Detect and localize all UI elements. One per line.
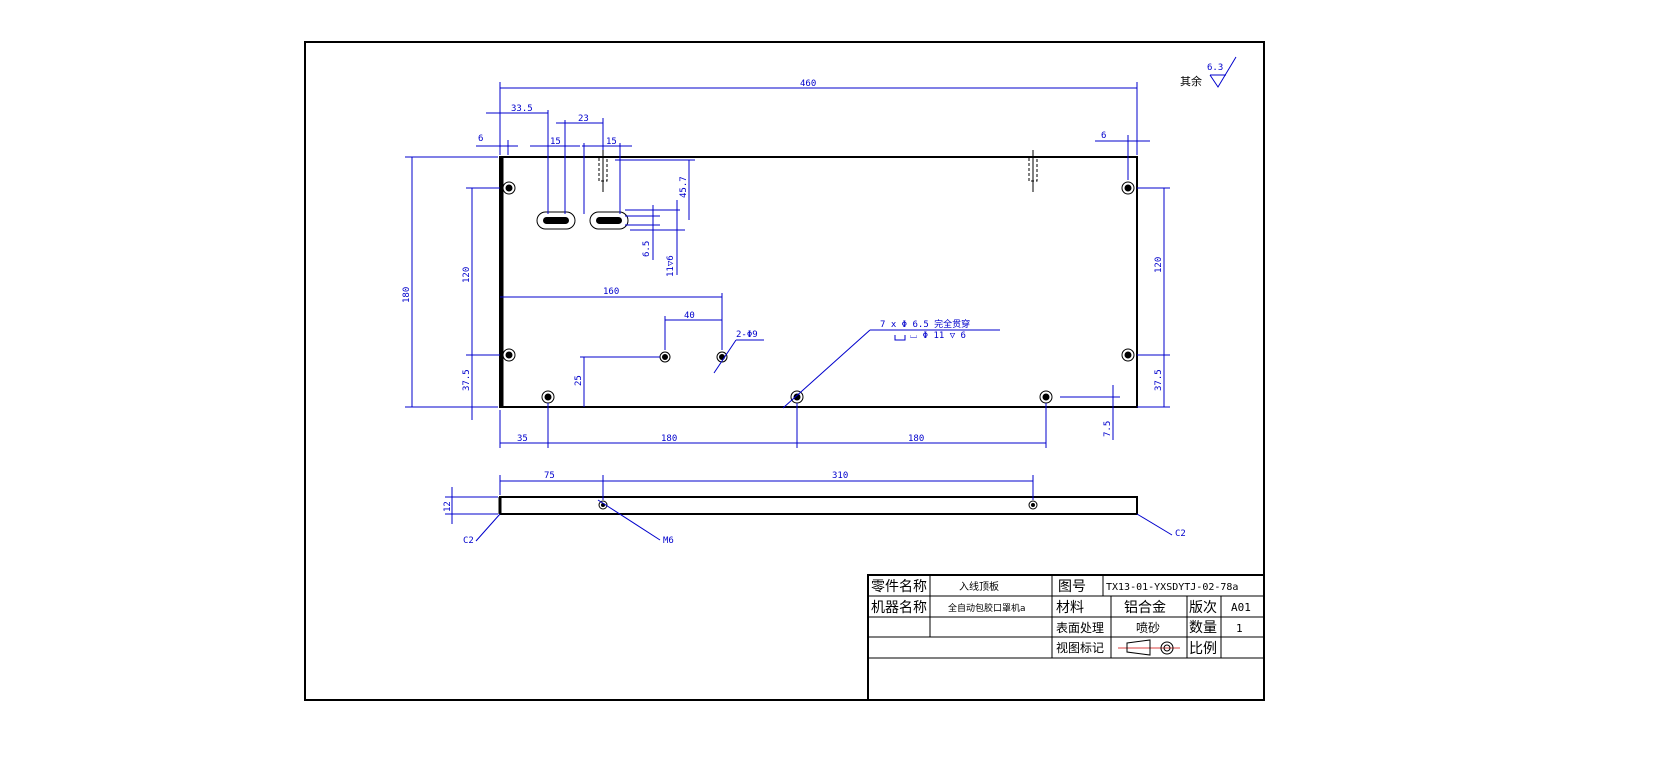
dim-bottom-180-a: 180 [661, 434, 677, 444]
revision-value: A01 [1231, 601, 1251, 614]
material-label: 材料 [1056, 600, 1084, 616]
thread-label: M6 [663, 536, 674, 546]
mounting-hole [502, 348, 516, 362]
thread-marker [598, 150, 608, 192]
side-view-outline [499, 496, 1138, 515]
machine-name-value: 全自动包胶口罩机a [948, 602, 1026, 614]
scale-label: 比例 [1189, 641, 1217, 657]
slot [589, 211, 629, 230]
roughness-symbol: 其余 6.3 [1180, 56, 1237, 88]
dim-edge-right: 6 [1101, 131, 1106, 141]
dim-left-37-5: 37.5 [462, 369, 472, 391]
quantity-label: 数量 [1189, 620, 1217, 636]
mounting-hole [502, 181, 516, 195]
hole-callout-line2: ⌴ Φ 11 ▽ 6 [910, 331, 966, 341]
dim-bottom-180-b: 180 [908, 434, 924, 444]
mounting-hole [1121, 348, 1135, 362]
roughness-value: 6.3 [1207, 63, 1223, 73]
dim-thickness: 12 [443, 501, 453, 512]
dim-23: 23 [578, 114, 589, 124]
part-name-value: 入线顶板 [959, 580, 999, 593]
roughness-label: 其余 [1180, 74, 1202, 88]
dim-45-7: 45.7 [679, 176, 689, 198]
drawing-frame [304, 41, 1265, 701]
projection-symbol-icon [1118, 639, 1180, 656]
mounting-hole [541, 390, 555, 404]
dim-right-37-5: 37.5 [1154, 369, 1164, 391]
surface-treatment-label: 表面处理 [1056, 621, 1104, 635]
dim-slot-width-2: 15 [606, 137, 617, 147]
thread-hole-side [1028, 500, 1038, 510]
dim-edge-left: 6 [478, 134, 483, 144]
dim-slot-width-1: 15 [550, 137, 561, 147]
mounting-hole [1039, 390, 1053, 404]
dim-height: 180 [402, 287, 412, 303]
drawing-number-value: TX13-01-YXSDYTJ-02-78a [1106, 582, 1238, 593]
dimension-lines [405, 82, 1170, 448]
side-view: 75 310 12 C2 C2 M6 [443, 471, 1186, 546]
dim-6-5: 6.5 [642, 241, 652, 257]
through-hole [659, 351, 671, 363]
machine-name-label: 机器名称 [871, 600, 927, 616]
top-view: 460 33.5 23 15 15 6 6 180 120 37.5 120 3… [402, 79, 1170, 448]
dim-left-120: 120 [462, 267, 472, 283]
dim-40: 40 [684, 311, 695, 321]
plate-outline [499, 156, 1138, 408]
dim-11-depth: 11▽6 [666, 255, 676, 277]
dim-25: 25 [574, 375, 584, 386]
material-value: 铝合金 [1124, 600, 1166, 616]
chamfer-label-left: C2 [463, 536, 474, 546]
mounting-hole [790, 390, 804, 404]
dim-overall-length: 460 [800, 79, 816, 89]
hole-callout-line1: 7 x Φ 6.5 完全贯穿 [880, 318, 970, 330]
part-name-label: 零件名称 [871, 579, 927, 595]
mounting-hole [1121, 181, 1135, 195]
quantity-value: 1 [1236, 622, 1243, 635]
dim-160: 160 [603, 287, 619, 297]
revision-label: 版次 [1189, 600, 1217, 616]
dim-2-holes: 2-Φ9 [736, 330, 758, 340]
dim-75: 75 [544, 471, 555, 481]
view-mark-label: 视图标记 [1056, 640, 1104, 655]
dim-7-5: 7.5 [1103, 421, 1113, 437]
slot [536, 211, 576, 230]
title-block: 零件名称 入线顶板 图号 TX13-01-YXSDYTJ-02-78a 机器名称… [867, 574, 1265, 701]
side-dimension-lines [445, 475, 1173, 542]
chamfer-label-right: C2 [1175, 529, 1186, 539]
drawing-number-label: 图号 [1058, 579, 1086, 595]
thread-marker [1028, 150, 1038, 192]
surface-treatment-value: 喷砂 [1136, 621, 1160, 635]
dim-bottom-35: 35 [517, 434, 528, 444]
dim-310: 310 [832, 471, 848, 481]
dim-33-5: 33.5 [511, 104, 533, 114]
dim-right-120: 120 [1154, 257, 1164, 273]
